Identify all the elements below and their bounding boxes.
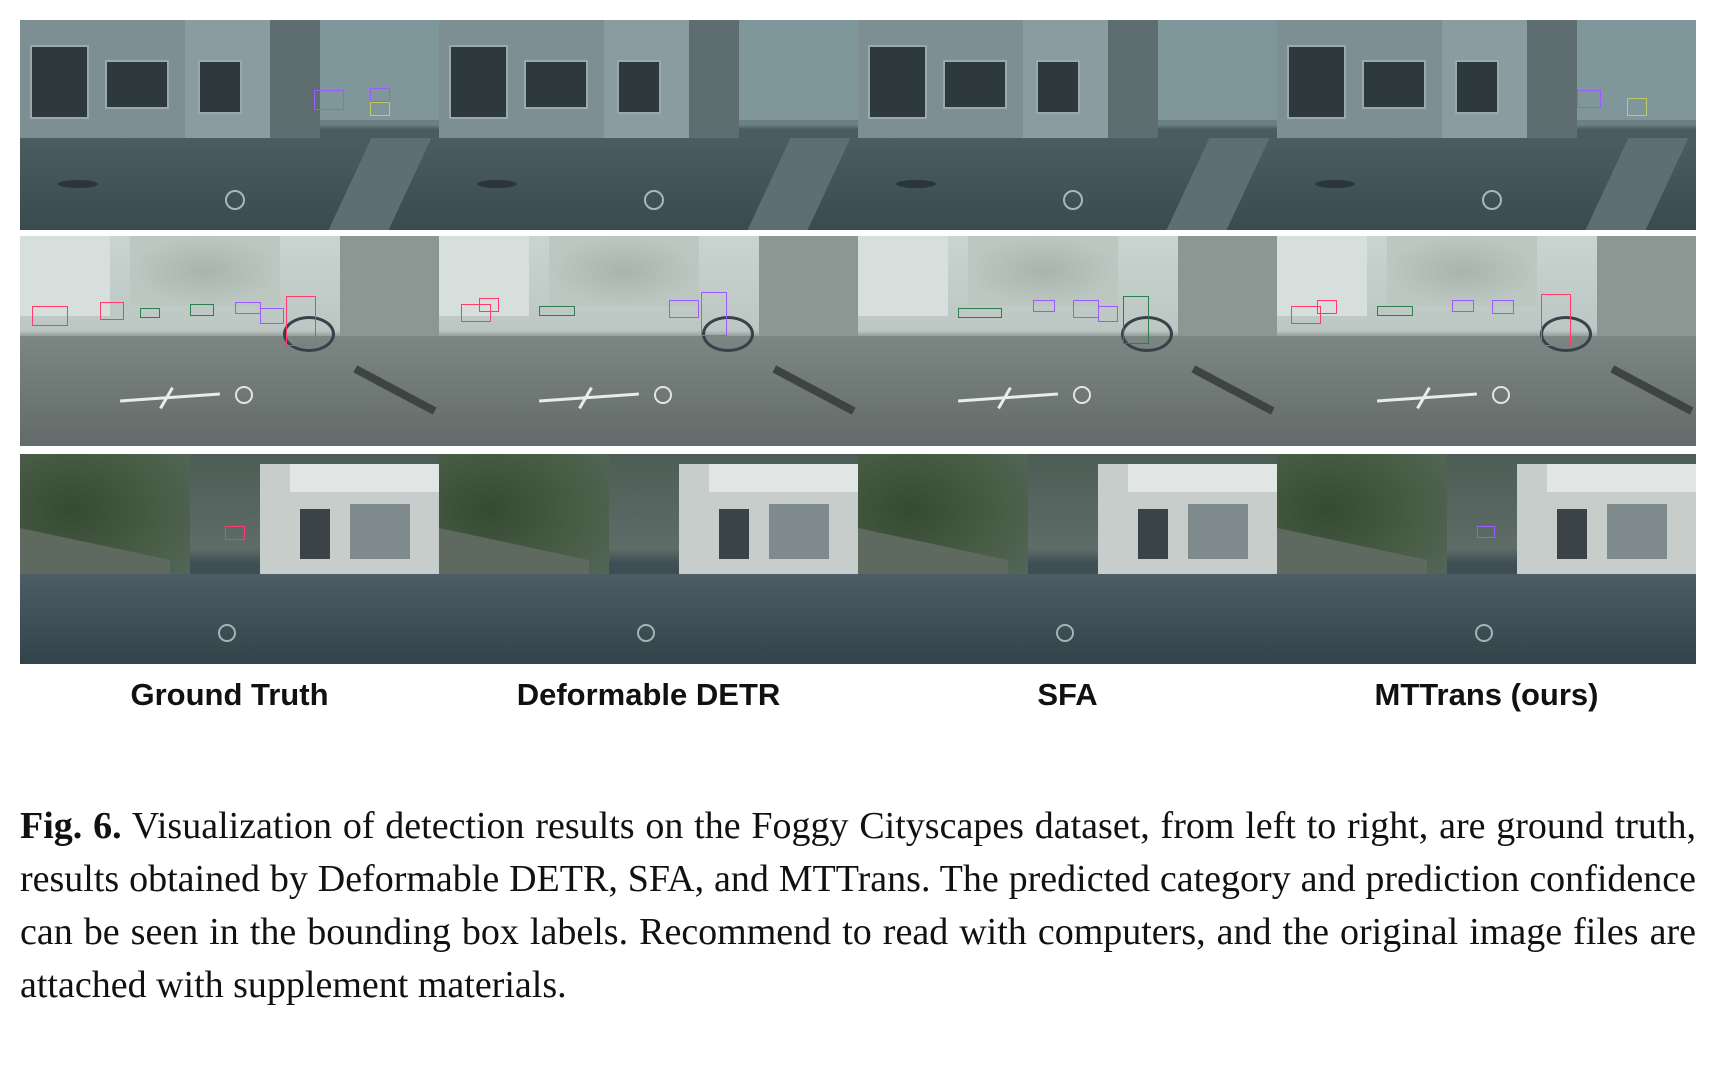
bbox-purple [314,90,344,110]
bbox-yellow [370,102,390,116]
bbox-purple [1033,300,1055,312]
panel-deformable-detr-row-1 [439,20,858,230]
bbox-pink [32,306,68,326]
panel-mttrans-row-2 [1277,236,1696,446]
panel-deformable-detr-row-3 [439,454,858,664]
panel-mttrans-row-3 [1277,454,1696,664]
column-label-mttrans: MTTrans (ours) [1374,677,1599,712]
panel-ground-truth-row-3 [20,454,439,664]
results-figure-grid [20,20,1696,664]
bbox-purple [1492,300,1514,314]
bbox-purple [669,300,699,318]
bbox-purple [1577,90,1601,108]
bbox-pink [479,298,499,312]
figure-caption: Fig. 6. Visualization of detection resul… [20,800,1696,1012]
bbox-purple [1452,300,1474,312]
bbox-purple [701,292,727,336]
scene-row-3 [20,454,1696,664]
column-label-sfa: SFA [1037,677,1098,712]
bbox-yellow [1627,98,1647,116]
bbox-green [140,308,160,318]
panel-ground-truth-row-1 [20,20,439,230]
bbox-purple [370,88,390,102]
bbox-green [1123,296,1149,344]
bbox-pink [1317,300,1337,314]
bbox-pink [286,296,316,346]
bbox-pink [225,526,245,540]
scene-row-2 [20,236,1696,446]
panel-sfa-row-2 [858,236,1277,446]
panel-deformable-detr-row-2 [439,236,858,446]
bbox-purple [235,302,261,314]
bbox-green [958,308,1002,318]
bbox-green [190,304,214,316]
column-labels: Ground Truth Deformable DETR SFA MTTrans… [20,672,1696,718]
bbox-pink [1541,294,1571,346]
panel-sfa-row-3 [858,454,1277,664]
bbox-pink [1291,306,1321,324]
column-label-ground-truth: Ground Truth [130,677,329,712]
bbox-purple [260,308,284,324]
bbox-purple [1477,526,1495,538]
bbox-purple [1073,300,1099,318]
bbox-pink [461,304,491,322]
bbox-green [539,306,575,316]
panel-sfa-row-1 [858,20,1277,230]
figure-number: Fig. 6. [20,805,122,847]
column-label-deformable-detr: Deformable DETR [516,677,781,712]
bbox-pink [100,302,124,320]
panel-ground-truth-row-2 [20,236,439,446]
caption-text: Visualization of detection results on th… [20,805,1696,1006]
bbox-green [1377,306,1413,316]
bbox-purple [1098,306,1118,322]
scene-row-1 [20,20,1696,230]
panel-mttrans-row-1 [1277,20,1696,230]
